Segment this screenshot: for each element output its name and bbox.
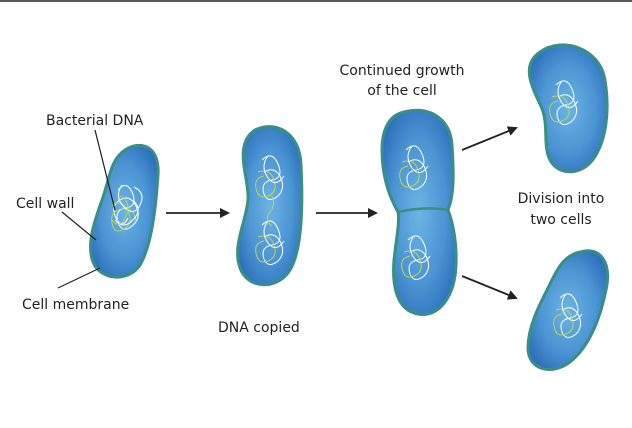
- cell-dna-copied: [236, 125, 304, 287]
- label-division-line2: two cells: [530, 212, 591, 228]
- label-division-line1: Division into: [518, 191, 605, 207]
- dna-tangle-copy-1: [255, 155, 285, 200]
- cell-original: [89, 143, 160, 279]
- label-continued-growth-line1: Continued growth: [339, 63, 464, 79]
- pointer-cell-wall: [61, 211, 97, 241]
- dna-tangle-copy-2: [255, 220, 285, 265]
- label-bacterial-dna: Bacterial DNA: [46, 113, 144, 129]
- label-cell-wall: Cell wall: [16, 196, 74, 212]
- cell-growing: [380, 108, 458, 316]
- cell-daughter-top: [527, 43, 609, 174]
- dna-tangle-daughter-top: [549, 80, 579, 125]
- label-dna-copied: DNA copied: [218, 320, 300, 336]
- dna-tangle-original: [111, 184, 143, 232]
- cell-daughter-bottom: [526, 249, 609, 371]
- label-cell-membrane: Cell membrane: [22, 297, 129, 313]
- dna-tangle-growing-bottom: [401, 235, 431, 280]
- pointer-cell-membrane: [57, 267, 101, 289]
- arrow-to-daughter-bottom: [461, 275, 518, 300]
- dna-tangle-growing-top: [399, 145, 429, 190]
- dna-tangle-daughter-bottom: [553, 293, 583, 338]
- arrow-to-daughter-top: [461, 126, 518, 151]
- dna-connector: [266, 195, 275, 227]
- label-continued-growth-line2: of the cell: [367, 83, 436, 99]
- septum: [397, 207, 449, 214]
- pointer-bacterial-dna: [94, 129, 116, 211]
